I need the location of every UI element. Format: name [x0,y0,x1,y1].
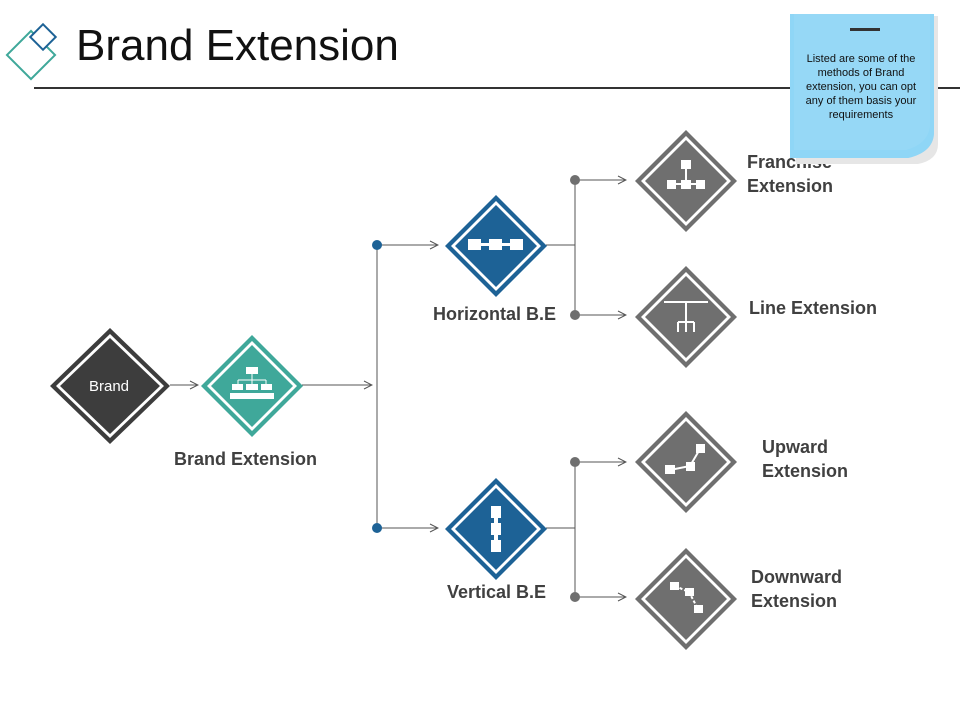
org-chart-icon [230,367,274,399]
node-vertical-be [445,478,547,580]
node-brand-extension [201,335,303,437]
logo-icon [5,22,58,81]
hierarchy-icon [667,160,705,189]
node-upward-extension [635,411,737,513]
vertical-flow-icon [491,506,501,552]
node-downward-extension [635,548,737,650]
label-franchise-line2: Extension [747,176,834,196]
label-brand-extension: Brand Extension [174,449,318,469]
node-line-extension [635,266,737,368]
node-brand-label: Brand [89,378,129,395]
label-upward-extension: Upward Extension [762,435,848,483]
sticky-note [790,14,938,164]
upward-path-icon [665,444,705,474]
horizontal-flow-icon [468,239,523,250]
label-downward-extension: Downward Extension [751,565,842,613]
label-line-extension: Line Extension [749,298,878,318]
label-upward-line1: Upward [762,437,829,457]
connector-dots [372,175,580,602]
label-downward-line2: Extension [751,591,838,611]
title-divider [34,87,960,89]
node-brand: Brand [50,328,170,444]
downward-path-icon [670,582,703,613]
node-franchise-extension [635,130,737,232]
label-vertical-be: Vertical B.E [447,582,547,602]
connectors [170,180,626,597]
page-title: Brand Extension [76,21,399,70]
label-horizontal-be: Horizontal B.E [433,304,557,324]
label-upward-line2: Extension [762,461,849,481]
sticky-note-text: Listed are some of the methods of Brand … [805,53,917,121]
line-branch-icon [664,301,708,332]
label-downward-line1: Downward [751,567,843,587]
node-horizontal-be [445,195,547,297]
